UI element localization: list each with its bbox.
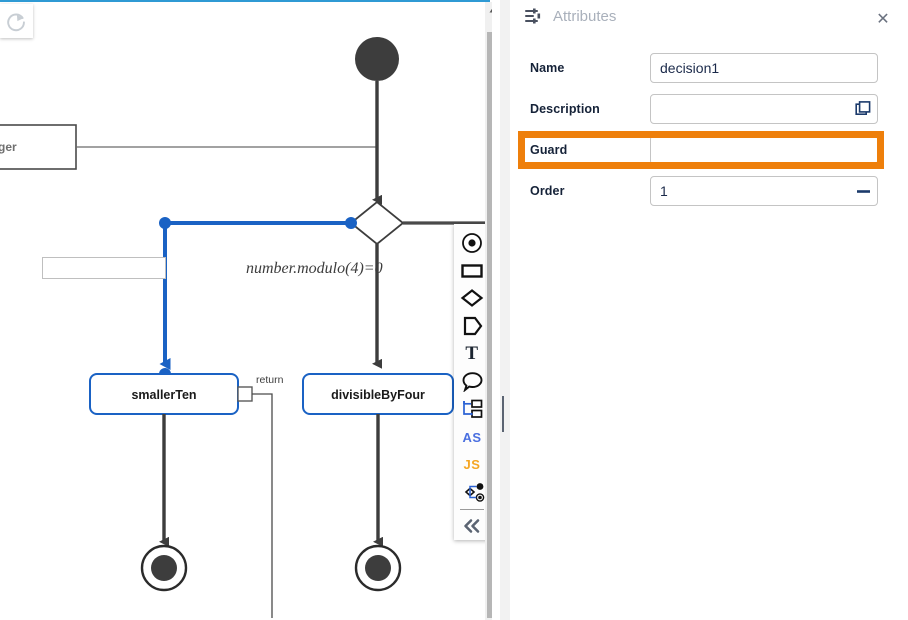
selected-edge[interactable] — [159, 221, 351, 370]
guard-label: Guard — [530, 143, 568, 157]
pentagon-icon — [463, 316, 483, 336]
inline-edit-textbox[interactable] — [42, 257, 166, 279]
palette-divider — [460, 509, 484, 511]
scrollbar-thumb[interactable] — [487, 32, 492, 618]
as-icon: AS — [462, 429, 482, 445]
rectangle-icon — [461, 263, 483, 278]
description-label: Description — [530, 102, 600, 116]
order-input[interactable] — [650, 176, 878, 206]
field-row-guard: Guard — [510, 130, 908, 170]
canvas-scrollbar[interactable] — [485, 2, 492, 620]
initial-node-icon — [462, 232, 482, 253]
text-icon: T — [465, 342, 479, 364]
scroll-up-arrow[interactable] — [485, 2, 492, 16]
diagram-svg: ger — [0, 37, 486, 618]
subprocess-tool[interactable] — [454, 395, 490, 423]
decision-node-tool[interactable] — [454, 284, 490, 312]
diamond-icon — [460, 289, 484, 308]
initial-node[interactable] — [355, 37, 399, 81]
action-node-divisiblebyfour[interactable]: divisibleByFour — [302, 373, 454, 415]
edge-handle-bend[interactable] — [159, 217, 171, 229]
partial-node[interactable]: ger — [0, 124, 77, 170]
final-node-left[interactable] — [140, 544, 188, 592]
return-pin[interactable] — [237, 386, 253, 402]
flow-icon — [464, 483, 484, 503]
svg-text:divisibleByFour: divisibleByFour — [331, 388, 425, 402]
js-script-tool[interactable]: JS — [454, 451, 490, 479]
final-node-right[interactable] — [354, 544, 402, 592]
field-row-description: Description — [510, 89, 908, 129]
decision-node[interactable] — [349, 200, 405, 246]
copy-icon[interactable] — [852, 98, 874, 120]
name-label: Name — [530, 61, 565, 75]
shape-palette[interactable]: T AS JS — [454, 224, 490, 540]
name-input[interactable] — [650, 53, 878, 83]
js-icon: JS — [463, 457, 481, 473]
order-label: Order — [530, 184, 565, 198]
action-node-smallerten[interactable]: smallerTen — [89, 373, 239, 415]
edge-handle-source[interactable] — [345, 217, 357, 229]
edge-label-return: return — [256, 374, 284, 386]
redo-icon — [7, 13, 25, 31]
guard-input[interactable] — [650, 135, 878, 165]
description-input[interactable] — [650, 94, 878, 124]
redo-button[interactable] — [0, 4, 33, 38]
comment-icon — [462, 372, 482, 393]
signal-node-tool[interactable] — [454, 312, 490, 340]
comment-tool[interactable] — [454, 368, 490, 396]
splitter-grip[interactable] — [502, 396, 508, 432]
double-chevron-left-icon — [464, 519, 480, 533]
caret-up-icon — [489, 7, 492, 12]
attributes-panel-header: Attributes ✕ — [510, 0, 908, 40]
sliders-icon — [525, 8, 541, 24]
edge-label-guard: number.modulo(4)=0 — [246, 260, 383, 277]
initial-node-tool[interactable] — [454, 229, 490, 257]
as-script-tool[interactable]: AS — [454, 423, 490, 451]
close-icon[interactable]: ✕ — [876, 11, 890, 28]
field-row-order: Order — [510, 171, 908, 211]
diagram-canvas[interactable]: ger — [0, 0, 490, 620]
diagram-editor: ger — [0, 0, 492, 620]
svg-text:ger: ger — [0, 140, 17, 154]
panel-splitter[interactable] — [500, 0, 510, 620]
field-row-name: Name — [510, 48, 908, 88]
subprocess-icon — [463, 399, 483, 419]
scrollbar-track[interactable] — [485, 16, 492, 620]
flow-tool[interactable] — [454, 479, 490, 507]
page-title: Attributes — [553, 7, 617, 25]
attributes-panel: Attributes ✕ Name Description Guard — [510, 0, 908, 620]
minus-icon[interactable] — [852, 180, 874, 202]
collapse-tool[interactable] — [454, 512, 490, 540]
panel-title-group: Attributes — [525, 7, 616, 25]
text-tool[interactable]: T — [454, 340, 490, 368]
svg-text:smallerTen: smallerTen — [131, 388, 196, 402]
action-node-tool[interactable] — [454, 257, 490, 285]
